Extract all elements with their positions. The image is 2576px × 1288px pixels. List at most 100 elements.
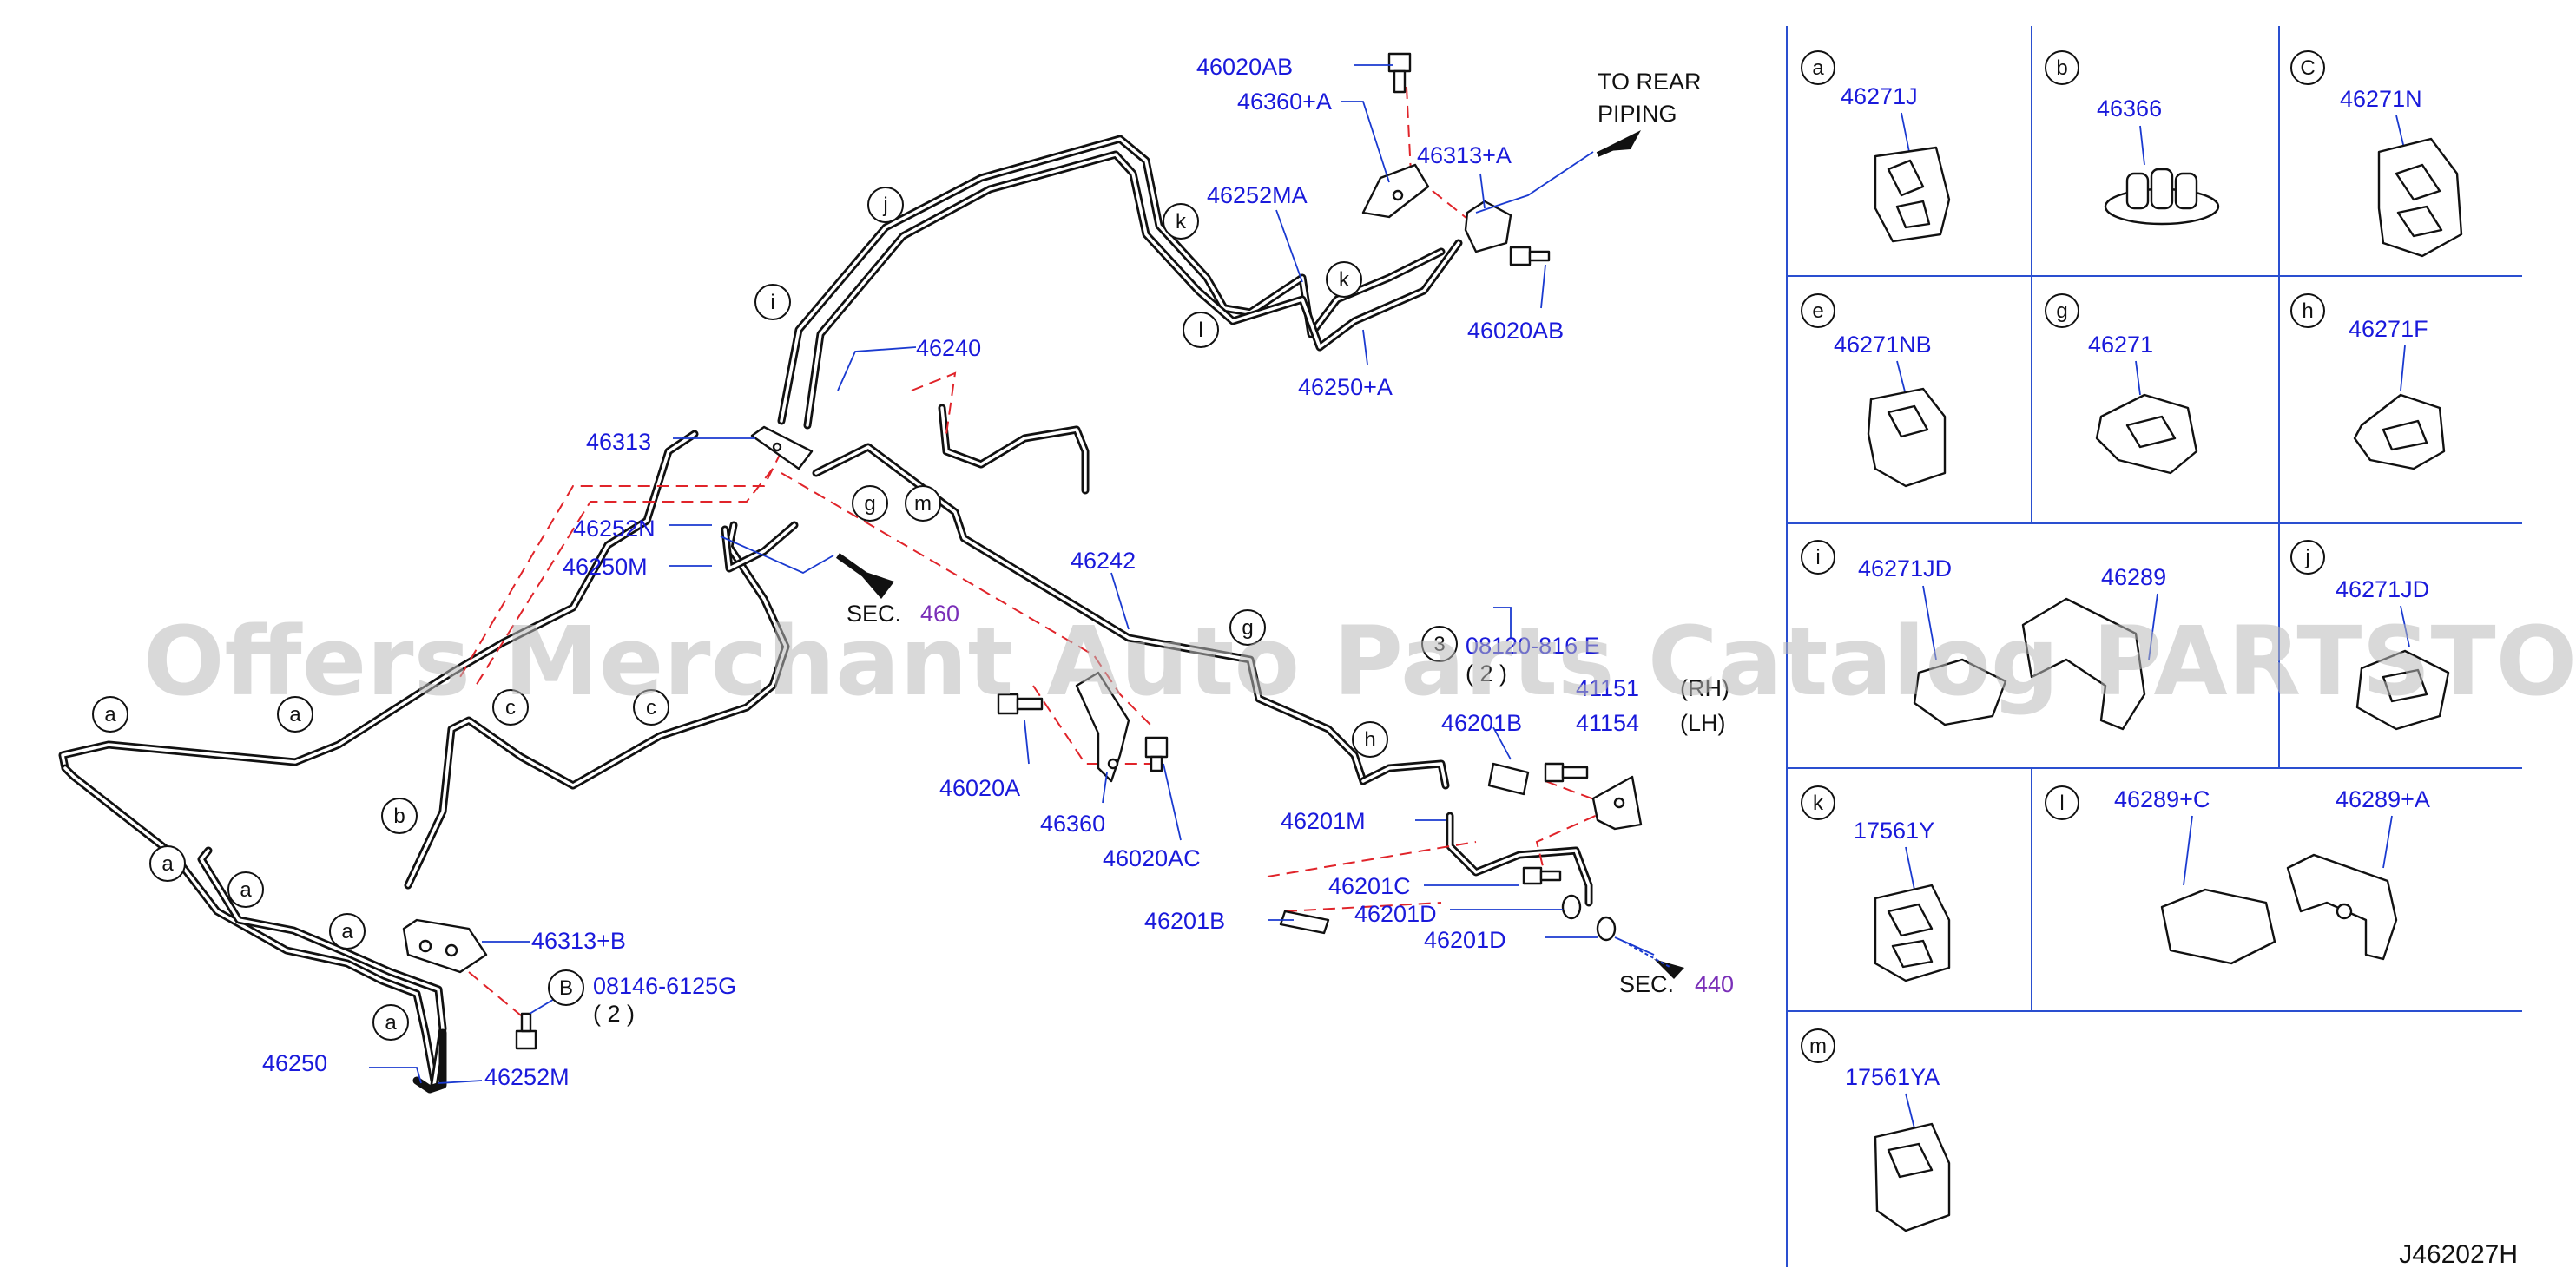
label-41154: 41154 bbox=[1576, 710, 1639, 736]
svg-text:h: h bbox=[1364, 728, 1375, 752]
svg-text:l: l bbox=[1198, 319, 1202, 342]
bracket-46360 bbox=[1075, 671, 1130, 783]
svg-text:46289+A: 46289+A bbox=[2336, 786, 2430, 812]
note-to-rear-line2: PIPING bbox=[1598, 101, 1677, 127]
bolt-46020ab-right bbox=[1509, 246, 1551, 266]
washers-46201d bbox=[1561, 894, 1617, 942]
label-46242: 46242 bbox=[1071, 548, 1136, 574]
svg-text:a: a bbox=[385, 1011, 397, 1035]
label-46250m: 46250M bbox=[563, 554, 648, 580]
callout-b: b bbox=[381, 798, 418, 834]
svg-text:j: j bbox=[882, 194, 887, 217]
svg-text:a: a bbox=[240, 878, 252, 902]
label-46020ab-top: 46020AB bbox=[1196, 54, 1293, 80]
label-46313-a: 46313+A bbox=[1417, 142, 1512, 168]
svg-text:e: e bbox=[1812, 299, 1823, 323]
sec-440-prefix: SEC. bbox=[1619, 971, 1674, 997]
svg-text:46366: 46366 bbox=[2097, 95, 2162, 122]
callout-h: h bbox=[1352, 721, 1388, 758]
joint-46313 bbox=[750, 425, 814, 470]
label-46020ac: 46020AC bbox=[1103, 845, 1201, 871]
direction-arrows bbox=[835, 130, 1684, 979]
callout-g1: g bbox=[852, 485, 888, 522]
bolt-08146 bbox=[515, 1012, 537, 1050]
svg-text:k: k bbox=[1339, 268, 1350, 292]
svg-text:k: k bbox=[1813, 792, 1824, 815]
label-41151: 41151 bbox=[1576, 675, 1639, 701]
svg-text:46271N: 46271N bbox=[2340, 86, 2422, 112]
joint-46313-b bbox=[402, 918, 488, 974]
svg-text:46271: 46271 bbox=[2088, 332, 2153, 358]
label-46240: 46240 bbox=[916, 335, 981, 361]
callout-g2: g bbox=[1229, 609, 1266, 646]
callout-c1: c bbox=[492, 689, 529, 726]
clip-panel-j: j 46271JD bbox=[2290, 540, 2450, 731]
joint-46313-a bbox=[1464, 200, 1512, 253]
callout-B: B bbox=[548, 969, 584, 1006]
svg-text:c: c bbox=[505, 696, 516, 720]
clip-panel-e: e 46271NB bbox=[1801, 293, 1947, 488]
label-46201d-a: 46201D bbox=[1354, 901, 1437, 927]
svg-text:B: B bbox=[559, 976, 573, 1000]
clip-panel-k: k 17561Y bbox=[1801, 785, 1951, 982]
callout-l: l bbox=[1183, 312, 1219, 348]
label-08120-qty: ( 2 ) bbox=[1466, 660, 1507, 687]
svg-text:a: a bbox=[341, 920, 353, 943]
label-41154-side: (LH) bbox=[1680, 710, 1726, 736]
label-46250: 46250 bbox=[262, 1050, 327, 1076]
clip-panel-g: g 46271 bbox=[2045, 293, 2198, 475]
hardware bbox=[402, 52, 1643, 1050]
svg-text:17561Y: 17561Y bbox=[1854, 818, 1934, 844]
svg-text:h: h bbox=[2302, 299, 2313, 323]
callout-k1: k bbox=[1163, 203, 1199, 240]
label-46360-a: 46360+A bbox=[1237, 89, 1332, 115]
svg-text:a: a bbox=[161, 852, 174, 876]
bolt-46201c bbox=[1522, 866, 1562, 885]
svg-text:a: a bbox=[289, 703, 301, 726]
label-46252ma: 46252MA bbox=[1207, 182, 1308, 208]
brake-pipes bbox=[58, 135, 1593, 1094]
sec-460-number: 460 bbox=[920, 601, 959, 627]
label-46201b-bottom: 46201B bbox=[1144, 908, 1225, 934]
label-46201d-b: 46201D bbox=[1424, 927, 1506, 953]
svg-text:g: g bbox=[1242, 616, 1253, 640]
part-labels: 46020AB 46360+A 46313+A 46252MA 46020AB … bbox=[262, 54, 1734, 1090]
label-08146: 08146-6125G bbox=[593, 973, 736, 999]
clip-panel-l: l 46289+C 46289+A bbox=[2045, 785, 2430, 965]
bracket-41151 bbox=[1591, 775, 1643, 831]
svg-text:k: k bbox=[1176, 210, 1187, 233]
label-46201b-top: 46201B bbox=[1441, 710, 1522, 736]
svg-text:m: m bbox=[1809, 1035, 1827, 1058]
svg-text:C: C bbox=[2300, 56, 2315, 80]
bolt-08120 bbox=[1544, 762, 1589, 783]
leader-lines bbox=[369, 64, 1655, 1084]
callout-c2: c bbox=[633, 689, 669, 726]
callout-j: j bbox=[867, 187, 904, 223]
svg-text:g: g bbox=[2056, 299, 2067, 323]
svg-text:46271NB: 46271NB bbox=[1834, 332, 1932, 358]
callout-a5: a bbox=[329, 913, 366, 950]
svg-text:46271JD: 46271JD bbox=[1858, 555, 1952, 582]
bolt-46020ac bbox=[1144, 736, 1169, 772]
svg-text:a: a bbox=[1812, 56, 1824, 80]
label-46020a: 46020A bbox=[939, 775, 1020, 801]
svg-text:b: b bbox=[2056, 56, 2067, 80]
clip-46201b-top bbox=[1487, 762, 1530, 796]
label-41151-side: (RH) bbox=[1680, 675, 1729, 701]
svg-text:46271JD: 46271JD bbox=[2336, 576, 2429, 602]
label-46020ab-right: 46020AB bbox=[1467, 318, 1564, 344]
svg-text:17561YA: 17561YA bbox=[1845, 1064, 1940, 1090]
clip-panel-i: i 46271JD 46289 bbox=[1801, 540, 2166, 731]
label-46313-b: 46313+B bbox=[531, 928, 626, 954]
clip-panel-h: h 46271F bbox=[2290, 293, 2446, 470]
note-to-rear-line1: TO REAR bbox=[1598, 69, 1702, 95]
clip-panel-a: a 46271J bbox=[1801, 50, 1951, 243]
clip-panel-c: C 46271N bbox=[2290, 50, 2463, 258]
svg-text:i: i bbox=[770, 291, 774, 314]
label-46250-a: 46250+A bbox=[1298, 374, 1393, 400]
svg-text:46289: 46289 bbox=[2101, 564, 2166, 590]
callout-a1: a bbox=[92, 696, 128, 733]
svg-text:i: i bbox=[1815, 546, 1820, 569]
